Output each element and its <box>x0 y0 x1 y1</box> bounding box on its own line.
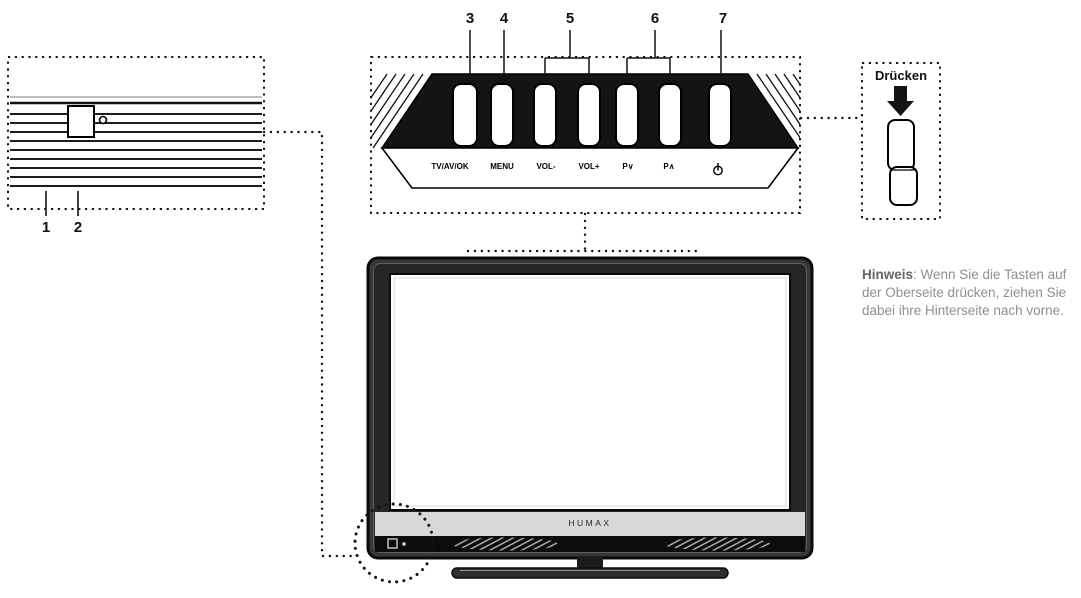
callout-label-3: 3 <box>465 10 475 27</box>
remote-sensor-window-icon <box>67 105 95 138</box>
press-hint-label: Drücken <box>874 68 928 83</box>
vol-plus-button <box>577 83 601 147</box>
side-button-top <box>887 119 915 171</box>
callout-lines <box>469 30 722 83</box>
tv-av-ok-label: TV/AV/OK <box>431 162 469 171</box>
tv-front-view <box>366 256 814 579</box>
p-up-label: P∧ <box>663 162 675 171</box>
tv-stand-base <box>451 567 729 579</box>
callout-label-1: 1 <box>41 219 51 236</box>
callout-label-5: 5 <box>565 10 575 27</box>
sensor-highlight-circle <box>353 502 435 584</box>
vol-minus-button <box>533 83 557 147</box>
note-body: : Wenn Sie die Tasten auf der Oberseite … <box>862 267 1067 318</box>
p-up-button <box>658 83 682 147</box>
callout-label-6: 6 <box>650 10 660 27</box>
callout-label-4: 4 <box>499 10 509 27</box>
vol-minus-label: VOL- <box>536 162 556 171</box>
callout-label-7: 7 <box>718 10 728 27</box>
panel-front-face <box>380 147 800 189</box>
power-icon <box>713 163 723 176</box>
side-button-bottom <box>889 166 918 206</box>
connector-dotted-lines <box>262 116 863 558</box>
right-speaker-grille <box>664 537 770 551</box>
grille-slats <box>10 113 262 187</box>
tv-standby-led <box>402 542 406 546</box>
menu-button <box>490 83 514 147</box>
right-hatch <box>756 73 800 139</box>
p-down-label: P∨ <box>622 162 634 171</box>
humax-logo: HUMAX <box>568 518 612 528</box>
power-button <box>708 83 732 147</box>
standby-led-icon <box>98 115 108 125</box>
tv-stand-neck <box>577 556 603 569</box>
tv-remote-sensor-window <box>387 538 398 549</box>
note-title: Hinweis <box>862 267 914 282</box>
arrow-down-icon <box>887 86 914 116</box>
left-hatch <box>371 73 424 149</box>
tv-bottom-bezel <box>375 512 805 536</box>
p-down-button <box>615 83 639 147</box>
note-text: Hinweis: Wenn Sie die Tasten auf der Obe… <box>862 266 1078 320</box>
front-panel-closeup <box>10 96 262 216</box>
vol-plus-label: VOL+ <box>578 162 600 171</box>
detail-boxes <box>7 56 941 220</box>
tv-screen <box>389 273 791 511</box>
menu-label: MENU <box>490 162 514 171</box>
press-hint-box <box>861 62 941 220</box>
left-speaker-grille <box>452 537 558 551</box>
callout-label-2: 2 <box>73 219 83 236</box>
press-button-illustration <box>887 86 918 206</box>
top-panel-closeup <box>371 73 800 189</box>
tv-av-ok-button <box>452 83 478 147</box>
